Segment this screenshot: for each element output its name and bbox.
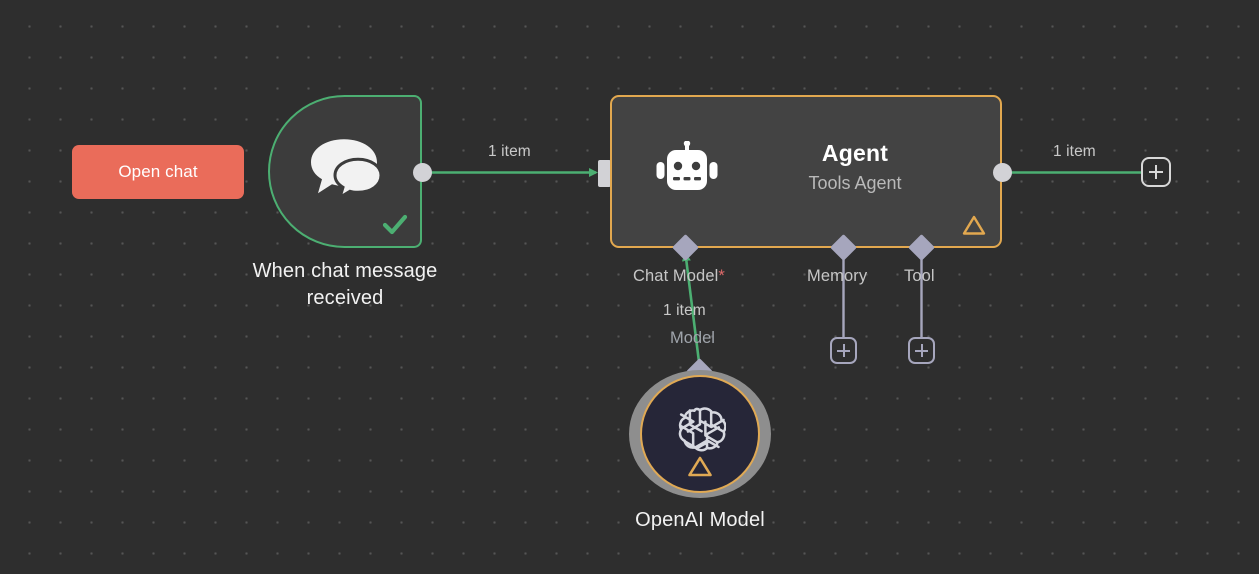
chat-model-label: Chat Model* [633, 267, 725, 286]
openai-node-inner [640, 375, 760, 493]
warning-triangle-icon[interactable] [687, 455, 713, 478]
trigger-output-port[interactable] [413, 163, 432, 182]
agent-output-port[interactable] [993, 163, 1012, 182]
node-label-when-chat-message-received: When chat message received [252, 260, 438, 309]
add-node-after-agent-button[interactable] [1141, 157, 1171, 187]
open-chat-button[interactable]: Open chat [72, 145, 244, 199]
agent-input-port[interactable] [598, 160, 611, 187]
add-tool-button[interactable] [908, 337, 935, 364]
node-when-chat-message-received[interactable] [268, 95, 422, 248]
agent-titles: Agent Tools Agent [730, 139, 980, 196]
node-label-openai-model: OpenAI Model [635, 509, 765, 531]
warning-triangle-icon[interactable] [962, 214, 986, 236]
edge-label-agent-output: 1 item [1053, 143, 1096, 160]
chat-model-label-text: Chat Model [633, 267, 719, 285]
edge-label-trigger-output: 1 item [488, 143, 531, 160]
chat-bubbles-icon [311, 138, 383, 199]
node-openai-model[interactable] [629, 370, 771, 498]
agent-title: Agent [821, 140, 889, 166]
edge-label-model-output: 1 item [663, 302, 706, 319]
node-agent[interactable]: Agent Tools Agent [610, 95, 1002, 248]
memory-label: Memory [807, 267, 868, 285]
chat-model-required-marker: * [718, 267, 725, 285]
robot-icon [656, 141, 718, 190]
edge-label-model-name: Model [670, 329, 715, 347]
check-icon [382, 214, 408, 235]
agent-subtitle: Tools Agent [808, 173, 902, 193]
tool-label: Tool [904, 267, 935, 285]
add-memory-button[interactable] [830, 337, 857, 364]
openai-logo-icon [678, 407, 726, 452]
